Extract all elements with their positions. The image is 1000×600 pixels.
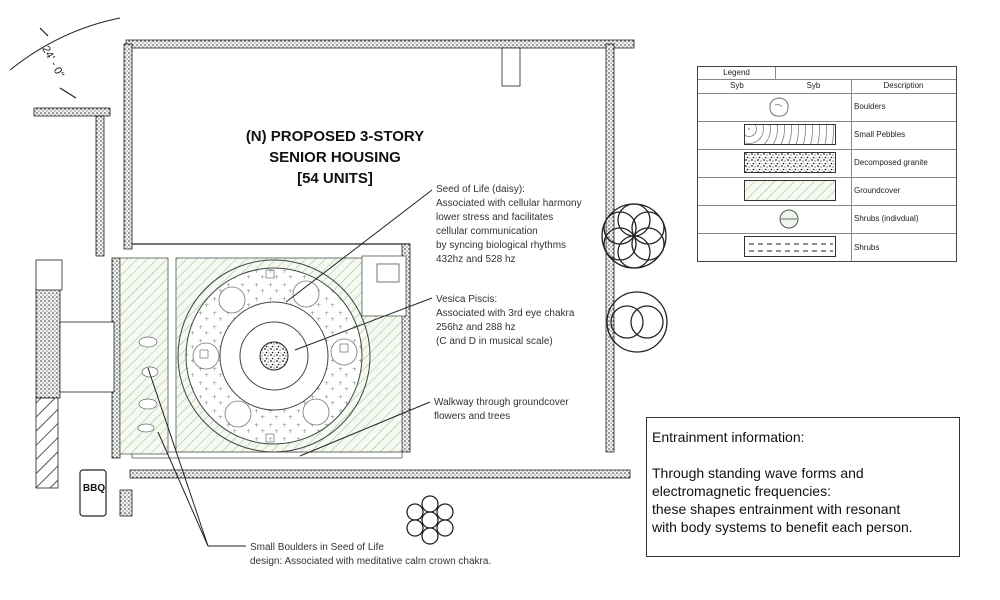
annotation-line: cellular communication <box>436 226 538 237</box>
legend-table: Legend Syb Syb Description Boulders Smal… <box>697 66 957 262</box>
garden-courtyard <box>119 255 407 455</box>
entrainment-title: Entrainment information: <box>652 429 805 445</box>
legend-row-boulders: Boulders <box>698 93 956 122</box>
building-title-line-1: (N) PROPOSED 3-STORY <box>245 128 425 145</box>
legend-label-shrubs-individual: Shrubs (indivdual) <box>854 214 919 223</box>
west-structure <box>9 17 133 517</box>
annotation-line: 432hz and 528 hz <box>436 254 516 265</box>
legend-label-groundcover: Groundcover <box>854 186 901 195</box>
legend-header-syb-1: Syb <box>730 81 744 90</box>
legend-row-decomposed-granite: Decomposed granite <box>698 149 956 178</box>
building-title-line-2: SENIOR HOUSING <box>269 149 401 166</box>
seed-of-life-symbol <box>601 203 667 269</box>
entrainment-line: electromagnetic frequencies: <box>652 483 831 499</box>
legend-row-small-pebbles: Small Pebbles <box>698 121 956 150</box>
annotation-line: lower stress and facilitates <box>436 212 554 223</box>
building-title-line-3: [54 UNITS] <box>297 170 373 187</box>
annotation-line: Small Boulders in Seed of Life <box>250 542 384 553</box>
legend-label-shrubs: Shrubs <box>854 242 880 252</box>
legend-title: Legend <box>698 67 776 79</box>
annotation-line: design: Associated with meditative calm … <box>250 556 492 567</box>
walkway-annotation: Walkway through groundcover flowers and … <box>434 396 569 424</box>
annotation-line: Associated with 3rd eye chakra <box>436 308 575 319</box>
legend-header-description: Description <box>883 81 924 90</box>
entrainment-line: these shapes entrainment with resonant <box>652 501 901 517</box>
building-walls <box>123 39 635 479</box>
entrainment-line: Through standing wave forms and <box>652 465 864 481</box>
annotation-line: by syncing biological rhythms <box>436 240 567 251</box>
granite-swatch <box>744 152 836 173</box>
vesica-piscis-annotation: Vesica Piscis: Associated with 3rd eye c… <box>436 293 574 349</box>
legend-row-groundcover: Groundcover <box>698 177 956 206</box>
seed-of-life-annotation: Seed of Life (daisy): Associated with ce… <box>436 183 582 267</box>
entrainment-info-box: Entrainment information: Through standin… <box>646 417 960 557</box>
legend-title-row: Legend <box>698 67 956 80</box>
legend-header-row: Syb Syb Description <box>698 79 956 94</box>
legend-divider <box>851 79 852 261</box>
annotation-line: 256hz and 288 hz <box>436 322 516 333</box>
annotation-line: Walkway through groundcover <box>434 397 569 408</box>
flower-cluster-symbol <box>406 495 454 545</box>
boulder-symbol <box>769 97 789 117</box>
legend-row-shrubs: Shrubs <box>698 233 956 262</box>
legend-label-small-pebbles: Small Pebbles <box>854 130 906 139</box>
entrainment-line: with body systems to benefit each person… <box>652 519 913 535</box>
annotation-line: Vesica Piscis: <box>436 294 498 305</box>
annotation-line: Associated with cellular harmony <box>436 198 582 209</box>
entrainment-spacer <box>652 446 955 464</box>
annotation-line: flowers and trees <box>434 411 511 422</box>
bbq-label: BBQ <box>82 483 106 494</box>
groundcover-swatch <box>744 180 836 201</box>
boulders-annotation: Small Boulders in Seed of Life design: A… <box>250 541 491 569</box>
annotation-line: (C and D in musical scale) <box>436 336 553 347</box>
legend-label-boulders: Boulders <box>854 102 886 111</box>
legend-header-syb-2: Syb <box>806 81 821 90</box>
legend-label-decomposed-granite: Decomposed granite <box>854 158 928 167</box>
leader-lines <box>147 189 433 547</box>
pebbles-swatch <box>744 124 836 145</box>
legend-row-shrubs-individual: Shrubs (indivdual) <box>698 205 956 234</box>
shrubs-dashed-swatch <box>744 236 836 257</box>
building-title: (N) PROPOSED 3-STORY SENIOR HOUSING [54 … <box>200 126 470 189</box>
vesica-piscis-symbol <box>606 291 668 353</box>
shrub-circle-symbol <box>779 209 799 229</box>
annotation-line: Seed of Life (daisy): <box>436 184 525 195</box>
